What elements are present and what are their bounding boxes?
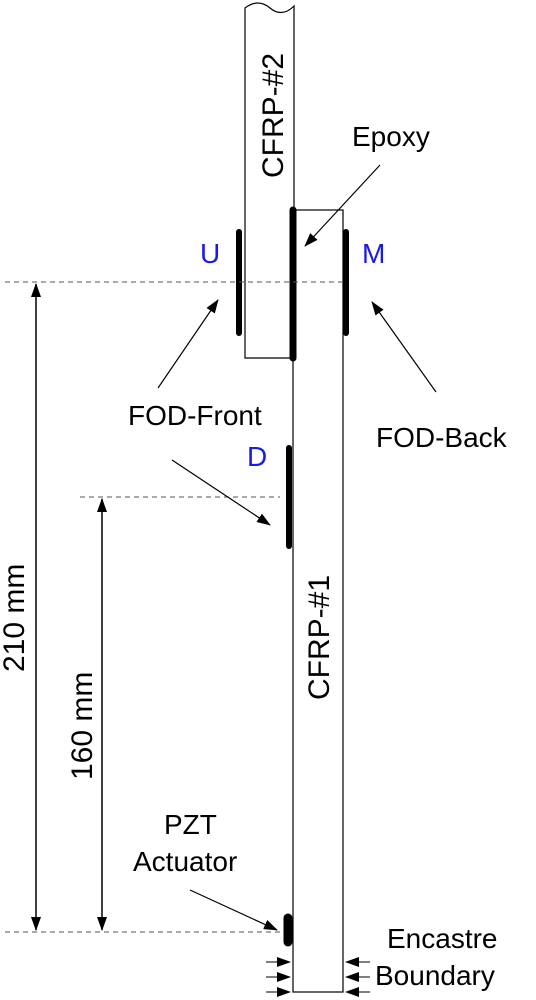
pzt-label-line2: Actuator <box>133 846 237 877</box>
pzt-label-line1: PZT <box>164 809 217 840</box>
cfrp1-label: CFRP-#1 <box>303 575 336 700</box>
epoxy-pointer <box>304 164 381 247</box>
fod-front-pointer-upper <box>157 299 219 389</box>
fod-front-label: FOD-Front <box>128 400 262 431</box>
encastre-label-line2: Boundary <box>375 960 495 991</box>
encastre-label-line1: Encastre <box>387 923 498 954</box>
sensor-u-label: U <box>200 238 220 269</box>
pzt-pointer <box>189 889 278 931</box>
dim-210-label: 210 mm <box>0 564 31 672</box>
fod-back-pointer <box>371 301 437 393</box>
fod-back-label: FOD-Back <box>376 422 508 453</box>
dim-160-label: 160 mm <box>66 672 99 780</box>
cfrp2-label: CFRP-#2 <box>257 53 290 178</box>
sensor-d-label: D <box>247 441 267 472</box>
sensor-m-label: M <box>362 238 385 269</box>
fod-front-pointer-lower <box>171 459 271 526</box>
cfrp2-plate <box>244 2 295 359</box>
cfrp1-plate <box>292 209 344 993</box>
encastre-arrows <box>266 957 370 997</box>
epoxy-label: Epoxy <box>352 121 430 152</box>
